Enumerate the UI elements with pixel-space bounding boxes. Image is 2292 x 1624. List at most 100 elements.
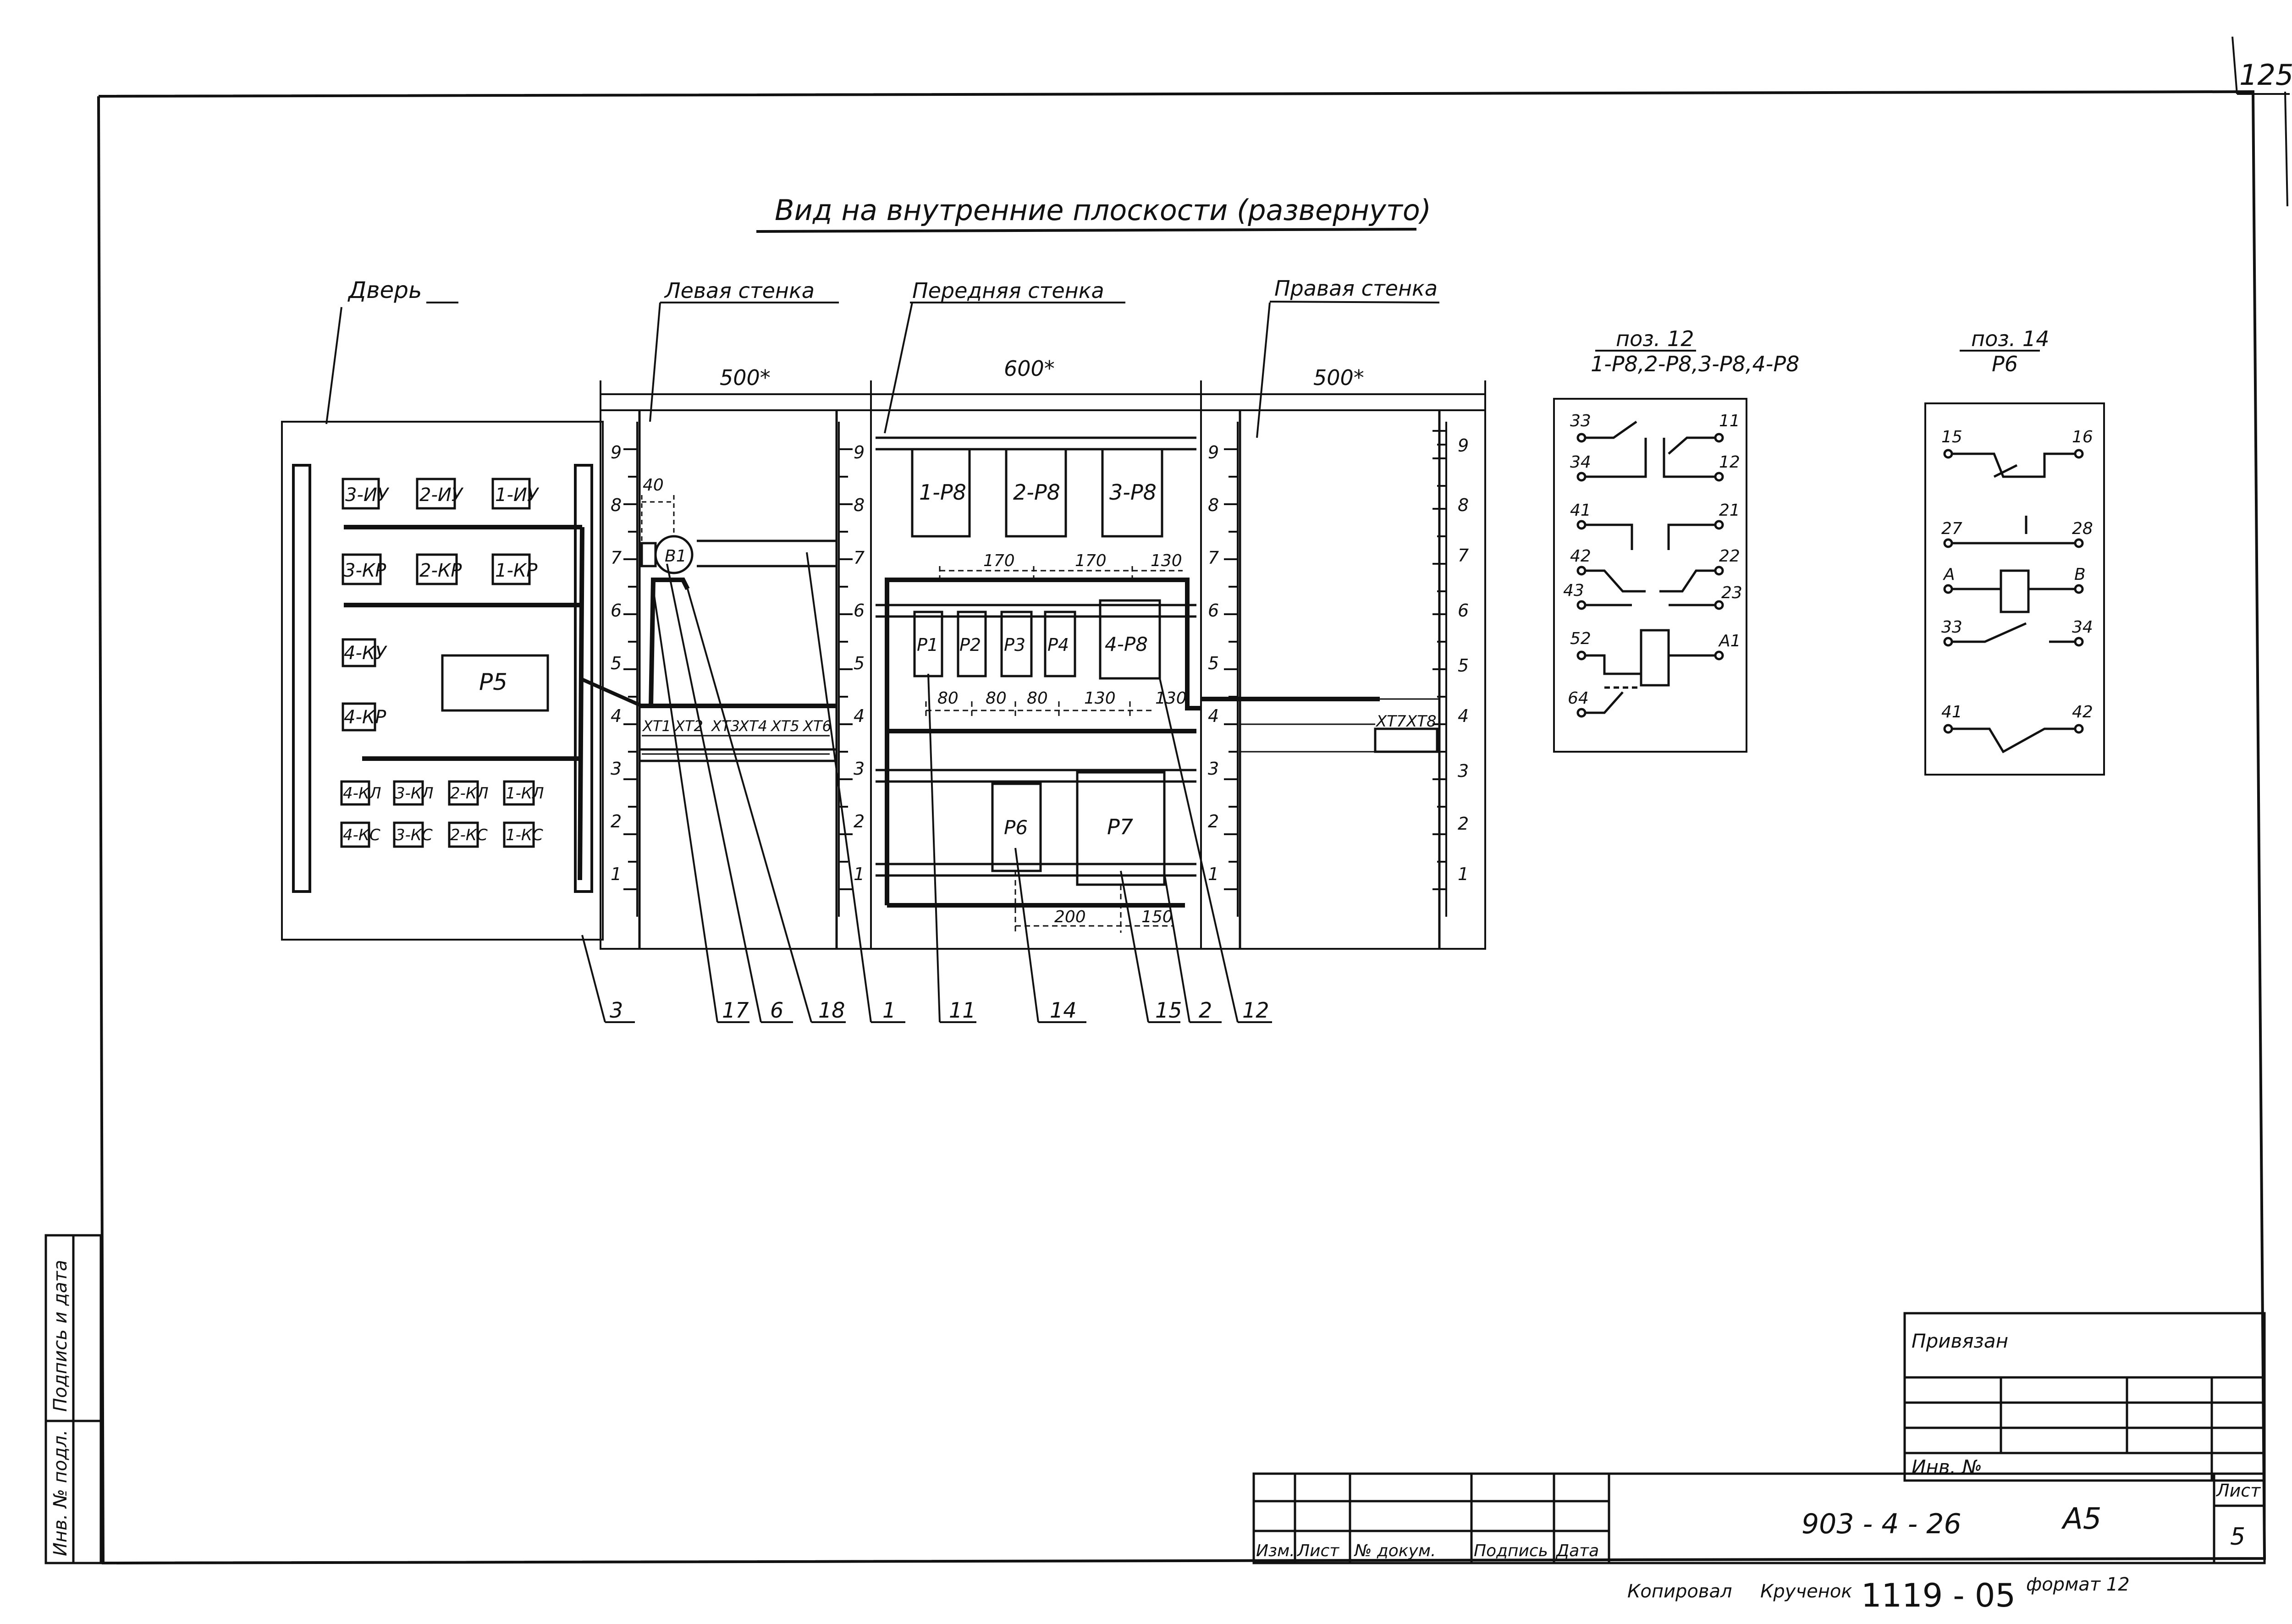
tb-doc-code: 903 - 4 - 26 (1802, 1508, 1961, 1540)
scale-left-b-4: 4 (854, 706, 865, 726)
title-underline (756, 228, 1417, 233)
dim-130b: 130 (1084, 689, 1116, 708)
dim-130a: 130 (1151, 551, 1182, 570)
scale-right-4: 4 (1458, 706, 1469, 726)
tb-sheet-number: 5 (2230, 1523, 2245, 1551)
pos14-heading: поз. 14 (1971, 326, 2049, 351)
left-wall-xt6: XT6 (802, 717, 832, 735)
scale-fr-1: 1 (1208, 864, 1219, 884)
door-comp-1kr: 1-КР (495, 560, 538, 581)
title-block (1252, 1312, 2266, 1564)
front-r6: Р6 (1004, 816, 1028, 839)
scale-right-7: 7 (1458, 545, 1469, 566)
scale-left-a-6: 6 (611, 600, 622, 621)
tb-sheet-label: Лист (2215, 1481, 2261, 1501)
front-r1: Р1 (917, 635, 938, 655)
pos12-t52: 52 (1570, 629, 1591, 648)
scale-right-6: 6 (1458, 600, 1469, 621)
scale-left-a-5: 5 (611, 653, 622, 673)
door-panel (281, 421, 643, 941)
dim-right-wall: 500* (1313, 365, 1364, 390)
front-2-r8: 2-Р8 (1013, 480, 1060, 505)
front-r7: Р7 (1107, 815, 1133, 839)
strip-inv: Инв. № подл. (50, 1430, 71, 1556)
pos12-t64: 64 (1568, 689, 1589, 708)
tb-sheet-code: А5 (2061, 1502, 2102, 1536)
footer-copier: Крученок (1760, 1581, 1852, 1602)
drawing-title: Вид на внутренние плоскости (развернуто) (775, 193, 1431, 227)
footer-copied: Копировал (1627, 1581, 1732, 1602)
tb-col-date: Дата (1555, 1541, 1599, 1560)
callout-14: 14 (1050, 998, 1077, 1023)
door-comp-4ku: 4-КУ (344, 643, 387, 664)
pos14-t28: 28 (2072, 519, 2093, 538)
door-comp-3iu: 3-ИУ (345, 484, 390, 506)
callout-1: 1 (882, 998, 896, 1023)
front-dims (925, 566, 1183, 933)
front-wall-label: Передняя стенка (912, 278, 1104, 303)
scale-left-a-8: 8 (611, 495, 622, 515)
door-comp-2ks: 2-КС (450, 826, 488, 844)
v1-component-circle (654, 535, 694, 574)
pos12-t21: 21 (1719, 501, 1740, 520)
scale-fr-5: 5 (1208, 653, 1219, 673)
footer-number: 1119 - 05 (1861, 1577, 2016, 1614)
door-comp-3ks: 3-КС (395, 826, 433, 844)
tb-col-izm: Изм. (1256, 1541, 1295, 1560)
pos14-t15: 15 (1941, 428, 1962, 446)
pos14-t33: 33 (1941, 618, 1962, 637)
pos14-t41: 41 (1941, 703, 1962, 721)
door-comp-4ks: 4-КС (343, 826, 380, 844)
tb-col-list: Лист (1296, 1541, 1339, 1560)
callout-15: 15 (1155, 998, 1182, 1023)
scale-left-b-1: 1 (854, 864, 865, 884)
door-comp-1iu: 1-ИУ (495, 484, 540, 506)
scale-left-b-5: 5 (854, 653, 865, 673)
scale-left-b-8: 8 (854, 495, 865, 515)
pos14-tb: В (2074, 565, 2086, 584)
door-comp-3kl: 3-КЛ (395, 784, 434, 803)
dim-200: 200 (1054, 908, 1086, 926)
page-number: 125 (2239, 58, 2292, 92)
scale-left-a-1: 1 (611, 864, 622, 884)
scale-fr-4: 4 (1208, 706, 1219, 726)
dim-left-wall: 500* (720, 365, 771, 390)
scale-left-b-7: 7 (854, 548, 865, 568)
front-r2: Р2 (959, 635, 981, 655)
dim-40-label: 40 (643, 476, 664, 495)
callout-12: 12 (1242, 998, 1269, 1023)
dim-130c: 130 (1155, 689, 1187, 708)
scale-fr-3: 3 (1208, 759, 1219, 779)
front-3-r8: 3-Р8 (1109, 480, 1157, 505)
strip-sign: Подпись и дата (50, 1260, 71, 1412)
scale-left-b-3: 3 (854, 759, 865, 779)
door-components (340, 478, 549, 848)
scale-fr-9: 9 (1208, 442, 1219, 462)
pos14-t42: 42 (2072, 703, 2093, 721)
scale-left-a-2: 2 (611, 811, 622, 831)
door-comp-2iu: 2-ИУ (419, 484, 464, 506)
pos12-diagram (1553, 398, 1747, 753)
right-wall-xt8: XT8 (1405, 712, 1437, 731)
tb-col-sign: Подпись (1474, 1541, 1548, 1560)
pos12-t11: 11 (1719, 412, 1740, 430)
pos14-t27: 27 (1941, 519, 1962, 538)
door-comp-2kl: 2-КЛ (450, 784, 489, 803)
pos12-t22: 22 (1719, 547, 1740, 566)
left-wall-v1: В1 (665, 547, 687, 566)
dim-170b: 170 (1075, 551, 1107, 570)
dim-150: 150 (1141, 908, 1173, 926)
scale-right-9: 9 (1458, 435, 1469, 456)
door-comp-3kr: 3-КР (344, 560, 386, 581)
scale-right-8: 8 (1458, 495, 1469, 515)
pos12-t33: 33 (1570, 412, 1591, 430)
pos12-t23: 23 (1721, 584, 1742, 602)
pos12-t34: 34 (1570, 453, 1591, 472)
scale-left-a-9: 9 (611, 442, 622, 462)
dim-40 (641, 495, 675, 543)
pos12-heading: поз. 12 (1616, 326, 1694, 351)
pos12-t41: 41 (1570, 501, 1591, 520)
dim-80a: 80 (937, 689, 959, 708)
left-wall-xt4: XT4 (738, 717, 767, 735)
